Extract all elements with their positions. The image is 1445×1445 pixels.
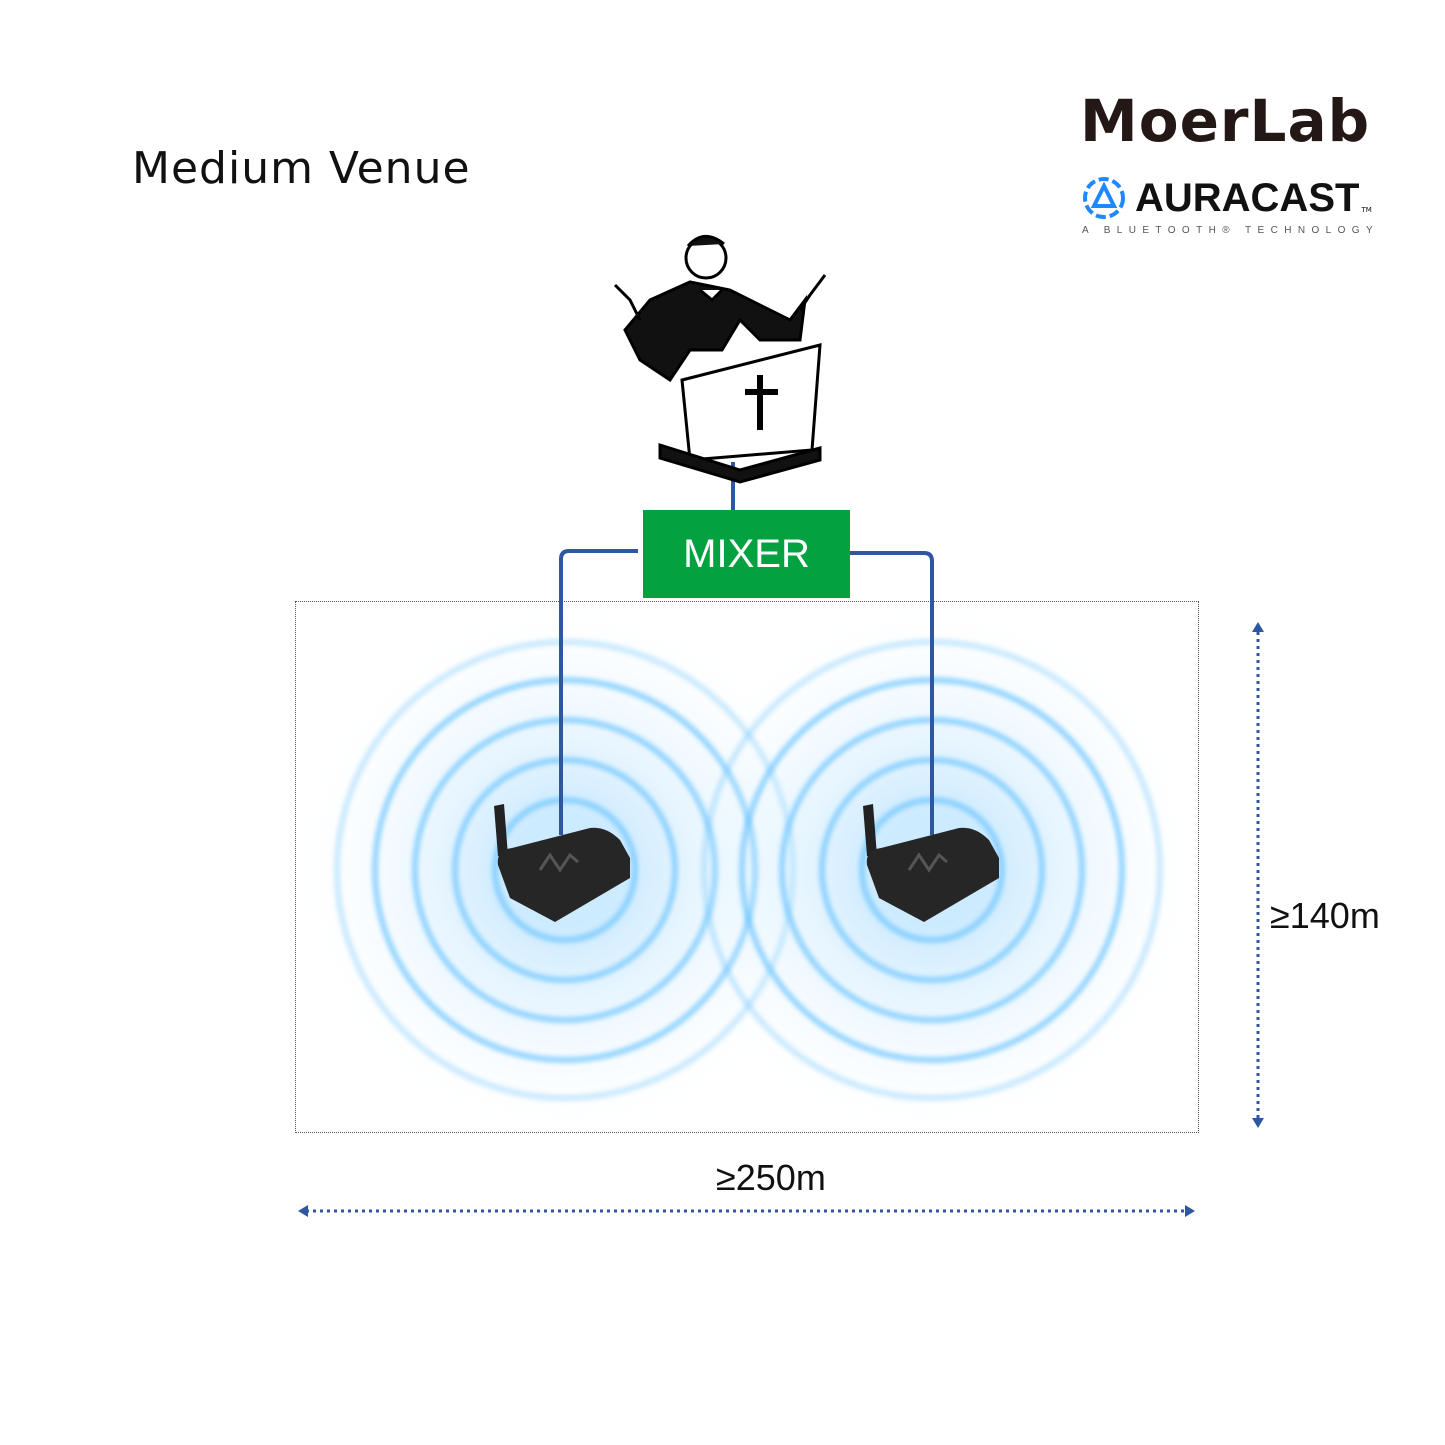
auracast-icon (1083, 177, 1125, 219)
height-label: ≥140m (1270, 895, 1380, 936)
transmitter-right (863, 804, 999, 922)
auracast-tm: TM (1361, 206, 1372, 214)
page-title: Medium Venue (132, 143, 471, 194)
auracast-logo-row: AURACAST TM (1135, 178, 1372, 218)
width-arrow (298, 1205, 1195, 1217)
mixer-box: MIXER (643, 510, 850, 598)
moerlab-logo: MoerLab (1080, 87, 1371, 155)
height-arrow (1252, 622, 1264, 1128)
auracast-tagline: A BLUETOOTH® TECHNOLOGY (1082, 225, 1380, 236)
venue-area (295, 601, 1199, 1133)
auracast-logo: AURACAST (1135, 176, 1360, 220)
preacher-illustration (613, 235, 827, 484)
transmitter-left (494, 804, 630, 922)
width-label: ≥250m (716, 1157, 826, 1198)
